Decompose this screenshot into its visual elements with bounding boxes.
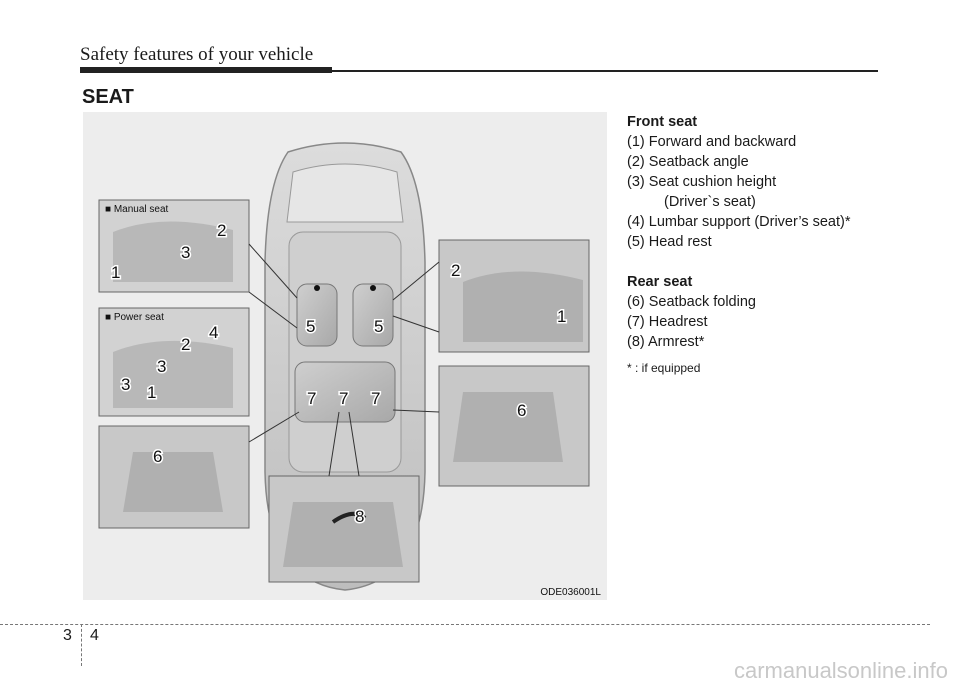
rear-seat-item-7: (7) Headrest: [627, 314, 708, 330]
rear-seat-right-panel: [438, 365, 590, 487]
header-rule-thin: [332, 70, 878, 72]
callout-1-power: 1: [147, 383, 156, 402]
callout-numbers: 2 3 1 4 2 3 3 1 5 5 7 7 7 6 2 1 6 8: [110, 220, 568, 528]
front-seat-item-4: (4) Lumbar support (Driver’s seat)*: [627, 214, 851, 230]
seat-description: Front seat (1) Forward and backward (2) …: [627, 112, 927, 390]
front-seat-item-1: (1) Forward and backward: [627, 134, 797, 150]
page-chapter: 3: [63, 627, 72, 644]
power-seat-panel: ■ Power seat: [98, 307, 250, 417]
power-seat-label: ■ Power seat: [105, 312, 164, 323]
callout-8-armrest: 8: [355, 507, 364, 526]
front-seat-heading: Front seat: [627, 114, 698, 130]
callout-4-power: 4: [209, 323, 218, 342]
header-title: Safety features of your vehicle: [80, 44, 314, 65]
section-title: SEAT: [82, 86, 134, 108]
callout-3-power-b: 3: [121, 375, 130, 394]
watermark: carmanualsonline.info: [733, 658, 948, 683]
figure-code: ODE036001L: [540, 587, 601, 598]
seat-illustration: ■ Manual seat ■ Power seat: [98, 142, 590, 591]
footnote: * : if equipped: [627, 361, 701, 375]
manual-seat-panel: ■ Manual seat: [98, 199, 250, 293]
rear-seat-item-8: (8) Armrest*: [627, 334, 705, 350]
manual-seat-label: ■ Manual seat: [105, 204, 169, 215]
callout-3-manual: 3: [181, 243, 190, 262]
callout-2-right: 2: [451, 261, 460, 280]
callout-2-manual: 2: [217, 221, 226, 240]
front-seat-right-panel: [438, 239, 590, 353]
callout-1-right: 1: [557, 307, 566, 326]
front-seat-item-5: (5) Head rest: [627, 234, 712, 250]
callout-7-left: 7: [307, 389, 316, 408]
footer-rule: [0, 624, 930, 625]
rear-seat-item-6: (6) Seatback folding: [627, 294, 756, 310]
callout-2-power: 2: [181, 335, 190, 354]
armrest-panel: [268, 475, 420, 583]
callout-5-left: 5: [306, 317, 315, 336]
callout-6-left: 6: [153, 447, 162, 466]
callout-6-right: 6: [517, 401, 526, 420]
front-seat-item-3: (3) Seat cushion height: [627, 174, 777, 190]
callout-7-middle: 7: [339, 389, 348, 408]
rear-seat-left-panel: [98, 425, 250, 529]
callout-5-right: 5: [374, 317, 383, 336]
callout-1-manual: 1: [111, 263, 120, 282]
rear-seat-heading: Rear seat: [627, 274, 693, 290]
leader-lines: [248, 243, 440, 477]
callout-3-power-a: 3: [157, 357, 166, 376]
footer-divider: [81, 624, 82, 666]
front-seat-item-2: (2) Seatback angle: [627, 154, 749, 170]
seat-figure: ■ Manual seat ■ Power seat: [83, 112, 607, 600]
callout-7-right: 7: [371, 389, 380, 408]
header-rule-thick: [80, 67, 332, 73]
front-seat-item-3-cont: (Driver`s seat): [664, 194, 756, 210]
page-number: 4: [90, 627, 99, 644]
